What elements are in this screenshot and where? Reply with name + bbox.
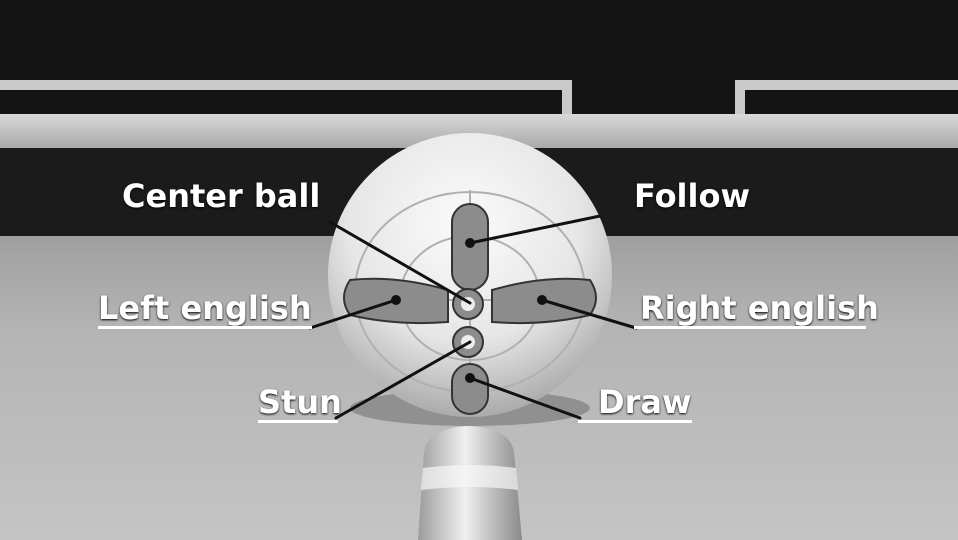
pointer-right-english — [540, 298, 638, 330]
pointer-center-ball — [328, 220, 472, 305]
underline-left-english — [98, 326, 312, 329]
pointer-draw — [468, 376, 582, 420]
underline-draw — [578, 420, 692, 423]
pointer-stun — [334, 340, 472, 420]
label-left-english: Left english — [98, 289, 312, 327]
pocket-edge-left — [562, 80, 572, 115]
label-follow: Follow — [634, 177, 751, 215]
label-draw: Draw — [598, 383, 692, 421]
pointer-follow — [468, 214, 602, 245]
label-center-ball: Center ball — [122, 177, 321, 215]
pointer-left-english — [308, 298, 398, 330]
label-stun: Stun — [258, 383, 342, 421]
pocket-edge-right — [735, 80, 745, 115]
far-cushion-right — [735, 80, 958, 90]
cue-tip-highlight — [421, 465, 518, 490]
draw-zone — [451, 363, 489, 415]
underline-stun — [258, 420, 338, 423]
label-right-english: Right english — [640, 289, 879, 327]
underline-right-english — [634, 326, 866, 329]
far-cushion-left — [0, 80, 572, 90]
